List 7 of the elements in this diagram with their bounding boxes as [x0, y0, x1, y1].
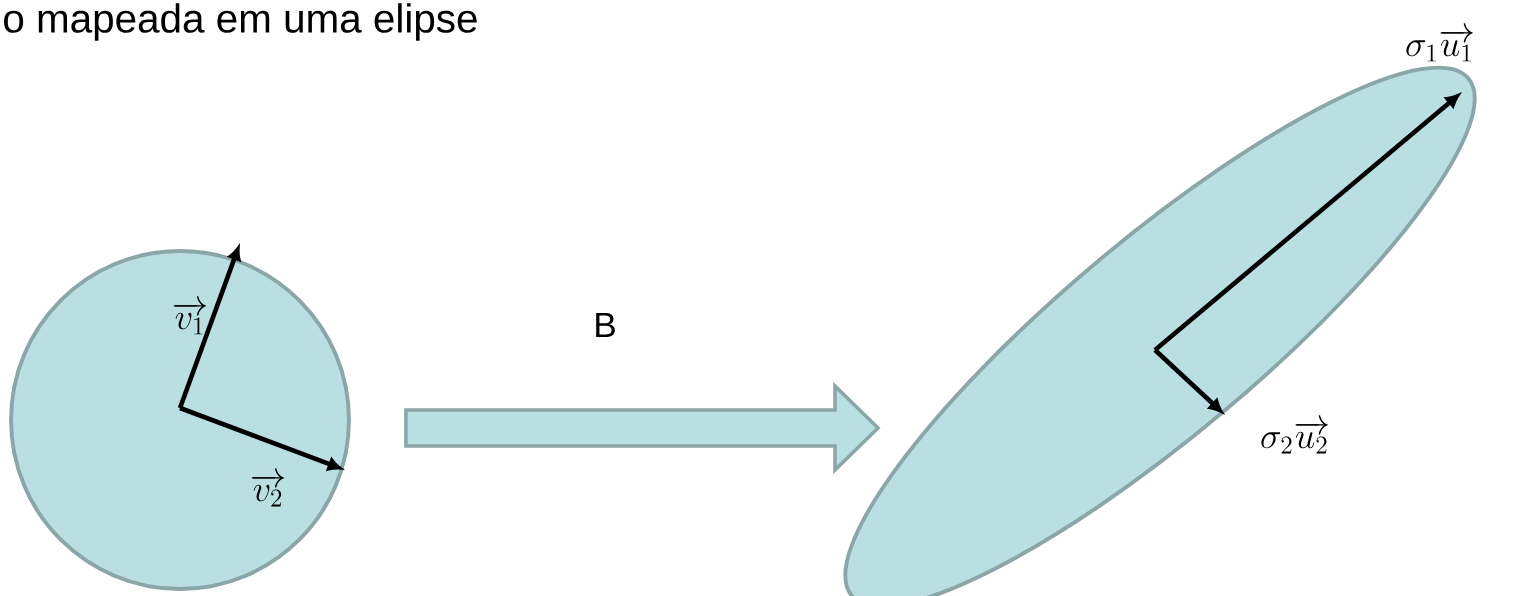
edge-label: B [596, 312, 615, 338]
heading: o mapeada em uma elipse [4, 3, 477, 41]
vector-label: $\overrightarrow{v_2}$ [251, 468, 285, 507]
ellipse-shape [844, 65, 1476, 596]
block-arrow [404, 381, 881, 475]
vector-label: $\sigma_2\overrightarrow{u_2}$ [1261, 415, 1328, 454]
circle-shape [9, 249, 351, 591]
